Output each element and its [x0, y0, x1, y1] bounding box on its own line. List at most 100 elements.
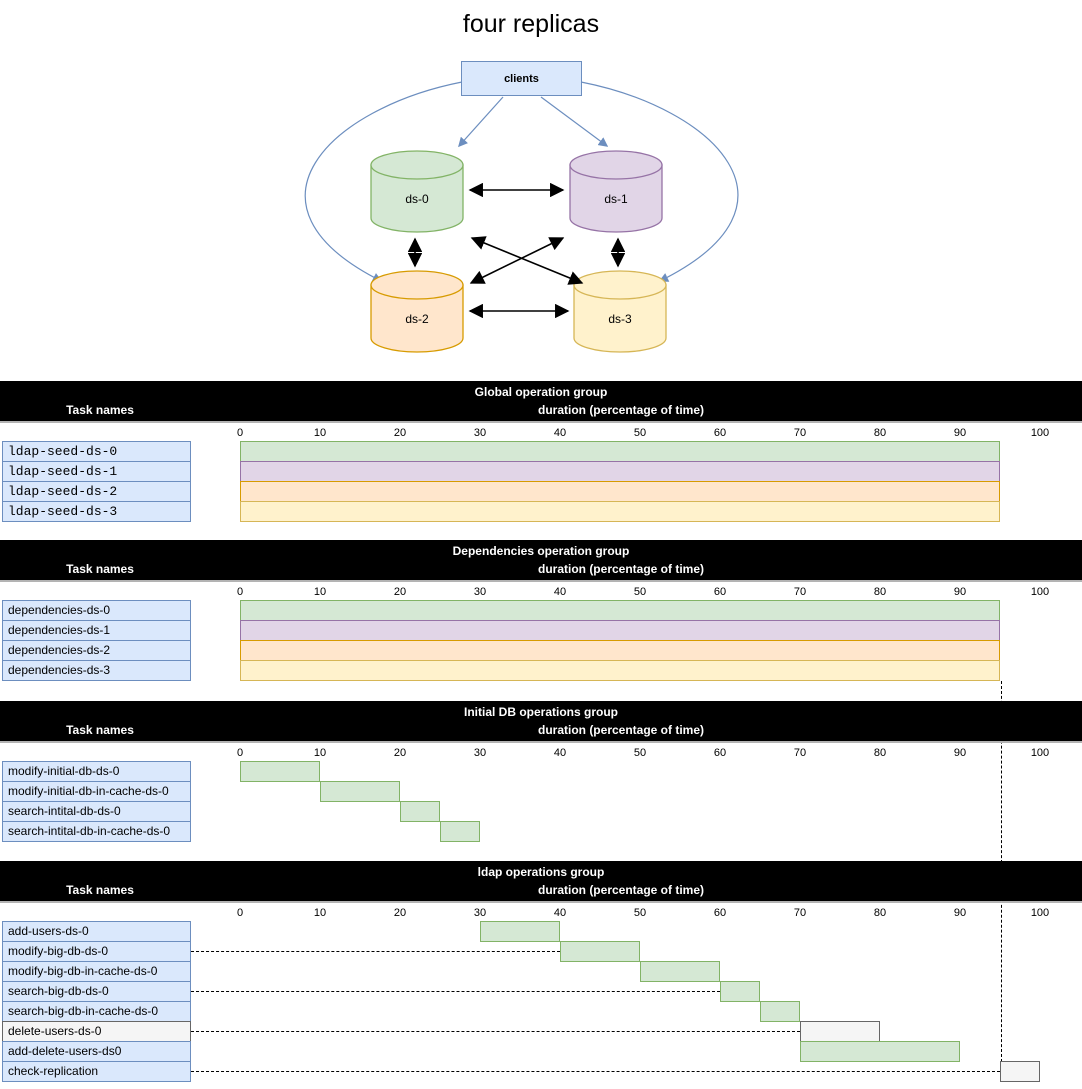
task-label-cell: dependencies-ds-1 [2, 620, 191, 641]
task-label-cell: check-replication [2, 1061, 191, 1082]
gantt-bar [1000, 1061, 1040, 1082]
ds1-ds2-arrow [469, 237, 565, 284]
clients-to-ds1-arrow [540, 96, 609, 147]
task-label-cell: ldap-seed-ds-2 [2, 481, 191, 502]
task-label-cell: ldap-seed-ds-1 [2, 461, 191, 482]
task-label-cell: add-delete-users-ds0 [2, 1041, 191, 1062]
clients-to-ds3-arrow [580, 81, 739, 282]
connector-line [191, 1031, 800, 1032]
task-names-header: Task names [66, 723, 134, 737]
ds0-label: ds-0 [405, 192, 429, 206]
connector-line [191, 991, 720, 992]
axis-tick-label: 70 [793, 586, 807, 598]
gantt-bar [240, 640, 1000, 661]
task-label-cell: add-users-ds-0 [2, 921, 191, 942]
axis-tick-label: 40 [553, 427, 567, 439]
ds2-cylinder [370, 270, 464, 353]
gantt-bar [240, 441, 1000, 462]
axis-tick-label: 60 [713, 586, 727, 598]
axis-tick-label: 70 [793, 747, 807, 759]
gantt-bar [240, 481, 1000, 502]
gantt-bar [240, 660, 1000, 681]
gantt-bar [320, 781, 400, 802]
axis-tick-label: 90 [953, 586, 967, 598]
gantt-bar [800, 1041, 960, 1062]
gantt-bar [640, 961, 720, 982]
axis-tick-label: 30 [473, 907, 487, 919]
topology-canvas [304, 81, 739, 353]
gantt-bar [760, 1001, 800, 1022]
task-label-cell: search-intital-db-in-cache-ds-0 [2, 821, 191, 842]
axis-tick-label: 90 [953, 907, 967, 919]
task-label-cell: modify-big-db-in-cache-ds-0 [2, 961, 191, 982]
axis-tick-label: 60 [713, 427, 727, 439]
axis-tick-label: 30 [473, 586, 487, 598]
axis-tick-label: 80 [873, 747, 887, 759]
task-label-cell: modify-initial-db-ds-0 [2, 761, 191, 782]
task-label-cell: dependencies-ds-2 [2, 640, 191, 661]
task-label-cell: modify-initial-db-in-cache-ds-0 [2, 781, 191, 802]
gantt-bar [720, 981, 760, 1002]
clients-to-ds0-arrow [458, 96, 504, 148]
duration-header: duration (percentage of time) [537, 883, 704, 897]
connector-line [191, 951, 560, 952]
task-label-cell: search-big-db-ds-0 [2, 981, 191, 1002]
axis-tick-label: 50 [633, 747, 647, 759]
axis-tick-label: 90 [953, 427, 967, 439]
duration-header: duration (percentage of time) [537, 562, 704, 576]
axis-tick-label: 90 [953, 747, 967, 759]
axis-tick-label: 10 [313, 586, 327, 598]
axis-tick-label: 100 [1030, 907, 1050, 919]
axis-tick-label: 100 [1030, 586, 1050, 598]
task-names-header: Task names [66, 883, 134, 897]
axis-tick-label: 0 [236, 427, 244, 439]
gantt-bar [400, 801, 440, 822]
replication-topology-diagram: four replicas clients ds-0 ds-1 ds-2 ds-… [0, 0, 1082, 381]
axis-tick-label: 30 [473, 427, 487, 439]
axis-tick-label: 70 [793, 427, 807, 439]
task-label-cell: ldap-seed-ds-0 [2, 441, 191, 462]
task-label-cell: ldap-seed-ds-3 [2, 501, 191, 522]
ds3-cylinder [573, 270, 667, 353]
axis-tick-label: 0 [236, 586, 244, 598]
ds2-label: ds-2 [405, 312, 429, 326]
duration-header: duration (percentage of time) [537, 403, 704, 417]
gantt-bar [240, 501, 1000, 522]
connector-line [191, 1071, 1000, 1072]
axis-tick-label: 100 [1030, 747, 1050, 759]
ds3-label: ds-3 [608, 312, 632, 326]
axis-tick-label: 10 [313, 427, 327, 439]
clients-node: clients [461, 61, 582, 96]
axis-tick-label: 80 [873, 427, 887, 439]
gantt-bar [480, 921, 560, 942]
axis-tick-label: 40 [553, 907, 567, 919]
task-label-cell: search-intital-db-ds-0 [2, 801, 191, 822]
axis-tick-label: 10 [313, 747, 327, 759]
axis-tick-label: 50 [633, 427, 647, 439]
clients-label: clients [504, 72, 539, 85]
ds1-cylinder [569, 150, 663, 233]
axis-tick-label: 80 [873, 586, 887, 598]
task-label-cell: dependencies-ds-0 [2, 600, 191, 621]
axis-tick-label: 0 [236, 907, 244, 919]
axis-tick-label: 10 [313, 907, 327, 919]
axis-tick-label: 50 [633, 907, 647, 919]
gantt-bar [440, 821, 480, 842]
gantt-bar [560, 941, 640, 962]
gantt-bar [240, 620, 1000, 641]
axis-tick-label: 100 [1030, 427, 1050, 439]
axis-tick-label: 20 [393, 907, 407, 919]
axis-tick-label: 20 [393, 427, 407, 439]
axis-tick-label: 60 [713, 747, 727, 759]
axis-tick-label: 30 [473, 747, 487, 759]
section-title: Dependencies operation group [452, 544, 630, 558]
task-names-header: Task names [66, 562, 134, 576]
ds0-ds3-arrow [470, 236, 584, 285]
axis-tick-label: 60 [713, 907, 727, 919]
task-names-header: Task names [66, 403, 134, 417]
axis-tick-label: 70 [793, 907, 807, 919]
axis-tick-label: 0 [236, 747, 244, 759]
